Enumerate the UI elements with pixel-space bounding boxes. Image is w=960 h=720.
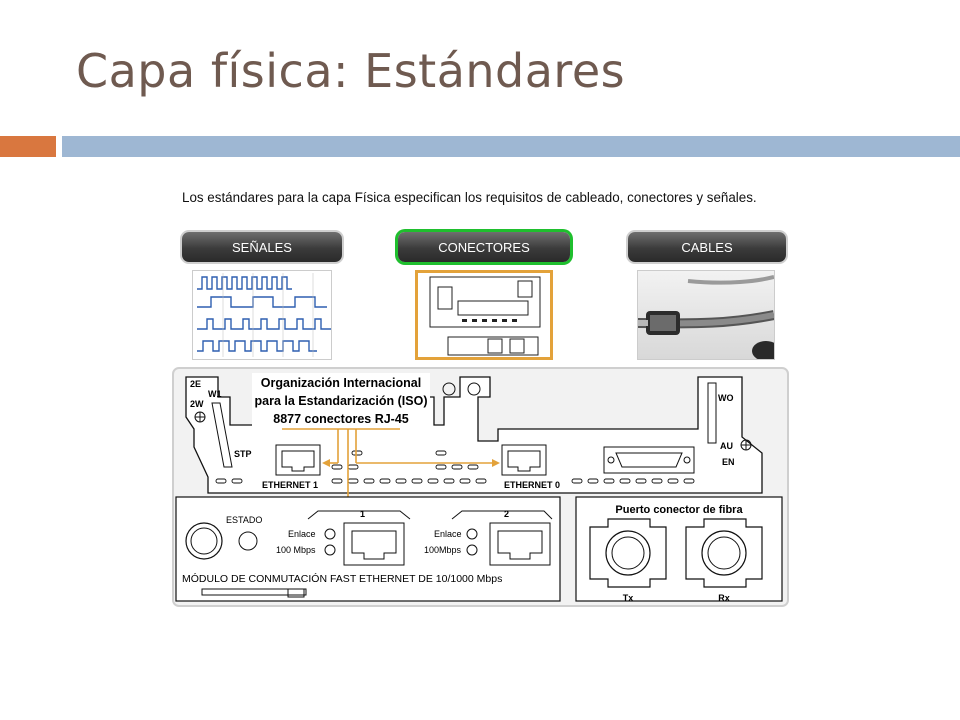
tab-senales[interactable]: SEÑALES [182, 232, 342, 262]
stp-slot [211, 402, 233, 468]
label-rx: Rx [718, 593, 730, 603]
port-2-link-label: Enlace [434, 529, 462, 539]
router-diagram: 2E 2W W1 STP WO AU EN ETHERNET 1 ETHERNE… [172, 367, 789, 607]
fiber-rx-port[interactable] [685, 518, 763, 588]
label-au: AU [720, 441, 733, 451]
port-2-number: 2 [504, 509, 509, 519]
connector-panel-image [429, 276, 541, 356]
fiber-title: Puerto conector de fibra [615, 504, 743, 516]
signal-waveforms-image [197, 273, 331, 357]
serial-db15-port[interactable] [603, 446, 695, 474]
label-stp: STP [234, 449, 252, 459]
arrow-right-icon [492, 459, 500, 467]
slide-title: Capa física: Estándares [76, 44, 626, 98]
label-ethernet-0: ETHERNET 0 [504, 480, 560, 490]
port-1-link-led-icon [324, 528, 336, 540]
port-1-rj45-jack[interactable] [343, 522, 405, 566]
tab-label: SEÑALES [232, 239, 292, 255]
screw-hole-left-icon [442, 382, 456, 396]
port-2-speed-label: 100Mbps [424, 545, 462, 555]
label-2w: 2W [190, 399, 204, 409]
port-2-speed-led-icon [466, 544, 478, 556]
screw-hole-right-icon [467, 382, 481, 396]
fiber-cable-image [637, 271, 780, 361]
port-2-bracket [451, 510, 553, 520]
label-en: EN [722, 457, 735, 467]
module-caption: MÓDULO DE CONMUTACIÓN FAST ETHERNET DE 1… [182, 572, 502, 585]
tab-label: CABLES [681, 239, 733, 255]
wo-slot [707, 382, 717, 444]
iso-annotation-bg [252, 373, 430, 433]
port-2-link-led-icon [466, 528, 478, 540]
label-tx: Tx [623, 593, 634, 603]
iso-line-3: 8877 conectores RJ-45 [273, 412, 409, 426]
label-wo: WO [718, 393, 734, 403]
label-ethernet-1: ETHERNET 1 [262, 480, 318, 490]
port-2-rj45-jack[interactable] [489, 522, 551, 566]
tab-conectores[interactable]: CONECTORES [398, 232, 570, 262]
label-2e: 2E [190, 379, 201, 389]
signals-thumbnail[interactable] [192, 270, 332, 360]
ethernet-0-port[interactable] [501, 444, 547, 476]
intro-text: Los estándares para la capa Física espec… [182, 190, 757, 205]
port-1-number: 1 [360, 509, 365, 519]
accent-bar-blue [62, 136, 960, 157]
estado-led-icon [238, 531, 258, 551]
tab-label: CONECTORES [438, 239, 530, 255]
accent-bar-orange [0, 136, 56, 157]
label-w1: W1 [208, 389, 222, 399]
ethernet-1-port[interactable] [275, 444, 321, 476]
iso-line-1: Organización Internacional [261, 376, 421, 390]
connectors-thumbnail[interactable] [415, 270, 553, 360]
fiber-tx-port[interactable] [589, 518, 667, 588]
port-1-speed-label: 100 Mbps [276, 545, 316, 555]
tab-cables[interactable]: CABLES [628, 232, 786, 262]
port-1-bracket [307, 510, 411, 520]
iso-line-2: para la Estandarización (ISO) [255, 394, 428, 408]
port-1-link-label: Enlace [288, 529, 316, 539]
led-slots [215, 450, 695, 484]
module-rail [201, 588, 307, 596]
label-estado: ESTADO [226, 515, 262, 525]
arrow-left-icon [322, 459, 330, 467]
cables-thumbnail[interactable] [637, 270, 780, 361]
port-1-speed-led-icon [324, 544, 336, 556]
